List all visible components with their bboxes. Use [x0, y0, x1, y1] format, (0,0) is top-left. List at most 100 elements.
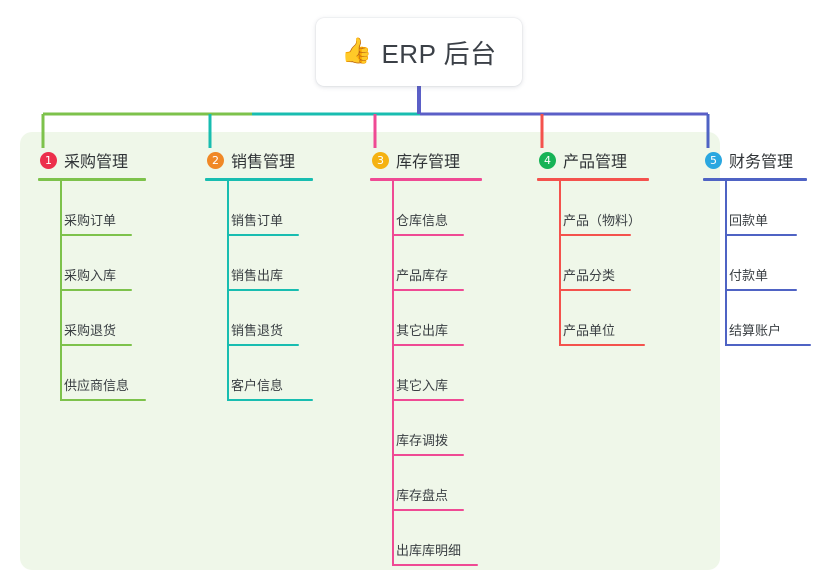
branch-child-item[interactable]: 库存调拨 — [370, 401, 490, 456]
child-item-label: 采购订单 — [64, 213, 117, 228]
child-connector-stem — [392, 401, 394, 456]
child-item-underline — [559, 234, 631, 236]
branch-underline — [370, 178, 482, 181]
branch-title: 财务管理 — [729, 154, 794, 171]
child-item-underline — [725, 344, 811, 346]
thumbs-up-icon: 👍 — [341, 36, 373, 65]
branch-header-2[interactable]: 2 销售管理 — [205, 148, 323, 172]
child-item-label: 其它出库 — [396, 323, 449, 338]
branch-child-item[interactable]: 采购订单 — [38, 181, 156, 236]
child-item-underline — [227, 234, 299, 236]
branch-title: 销售管理 — [231, 154, 296, 171]
child-connector-stem — [60, 181, 62, 236]
child-item-label: 结算账户 — [729, 323, 782, 338]
child-item-underline — [725, 234, 797, 236]
child-item-underline — [392, 344, 464, 346]
branch-number-badge: 4 — [539, 151, 556, 169]
child-connector-stem — [227, 346, 229, 401]
branch-column-1: 1 采购管理采购订单采购入库采购退货供应商信息 — [38, 148, 156, 401]
child-item-underline — [227, 289, 299, 291]
branch-child-item[interactable]: 产品（物料） — [537, 181, 657, 236]
branch-number-badge: 1 — [40, 151, 57, 169]
child-item-underline — [392, 289, 464, 291]
branch-header-5[interactable]: 5 财务管理 — [703, 148, 821, 172]
child-item-underline — [60, 344, 132, 346]
child-connector-stem — [392, 236, 394, 291]
child-item-underline — [559, 289, 631, 291]
branch-child-item[interactable]: 产品分类 — [537, 236, 657, 291]
branch-underline — [38, 178, 146, 181]
branch-child-item[interactable]: 出库库明细 — [370, 511, 490, 566]
child-item-label: 库存盘点 — [396, 488, 449, 503]
branch-column-5: 5 财务管理回款单付款单结算账户 — [703, 148, 821, 346]
branch-title: 采购管理 — [64, 154, 129, 171]
branch-child-item[interactable]: 产品库存 — [370, 236, 490, 291]
branch-child-item[interactable]: 供应商信息 — [38, 346, 156, 401]
child-item-label: 库存调拨 — [396, 433, 449, 448]
branch-children: 采购订单采购入库采购退货供应商信息 — [38, 181, 156, 401]
branch-header-3[interactable]: 3 库存管理 — [370, 148, 490, 172]
branch-underline — [205, 178, 313, 181]
child-connector-stem — [227, 236, 229, 291]
child-item-label: 采购入库 — [64, 268, 117, 283]
branch-child-item[interactable]: 结算账户 — [703, 291, 821, 346]
child-item-label: 产品分类 — [563, 268, 616, 283]
child-connector-stem — [60, 346, 62, 401]
branch-child-item[interactable]: 其它入库 — [370, 346, 490, 401]
child-item-underline — [227, 399, 313, 401]
branch-title: 库存管理 — [396, 154, 461, 171]
branch-child-item[interactable]: 仓库信息 — [370, 181, 490, 236]
child-item-underline — [392, 399, 464, 401]
child-connector-stem — [559, 291, 561, 346]
branch-underline — [537, 178, 649, 181]
child-item-underline — [559, 344, 645, 346]
branch-children: 仓库信息产品库存其它出库其它入库库存调拨库存盘点出库库明细 — [370, 181, 490, 566]
child-item-underline — [392, 509, 464, 511]
branch-children: 回款单付款单结算账户 — [703, 181, 821, 346]
branch-child-item[interactable]: 销售订单 — [205, 181, 323, 236]
child-item-label: 产品（物料） — [563, 213, 642, 228]
branch-children: 销售订单销售出库销售退货客户信息 — [205, 181, 323, 401]
branch-child-item[interactable]: 客户信息 — [205, 346, 323, 401]
child-item-label: 销售出库 — [231, 268, 284, 283]
child-item-label: 产品单位 — [563, 323, 616, 338]
child-connector-stem — [392, 291, 394, 346]
child-item-underline — [60, 234, 132, 236]
branch-number-badge: 2 — [207, 151, 224, 169]
branch-child-item[interactable]: 销售出库 — [205, 236, 323, 291]
child-connector-stem — [725, 181, 727, 236]
branch-header-1[interactable]: 1 采购管理 — [38, 148, 156, 172]
child-item-label: 客户信息 — [231, 378, 284, 393]
branch-column-3: 3 库存管理仓库信息产品库存其它出库其它入库库存调拨库存盘点出库库明细 — [370, 148, 490, 566]
child-connector-stem — [60, 236, 62, 291]
root-node-title: ERP 后台 — [381, 38, 497, 69]
branch-child-item[interactable]: 库存盘点 — [370, 456, 490, 511]
branch-child-item[interactable]: 回款单 — [703, 181, 821, 236]
branch-child-item[interactable]: 其它出库 — [370, 291, 490, 346]
root-node-card[interactable]: 👍 ERP 后台 — [316, 18, 522, 86]
child-item-underline — [725, 289, 797, 291]
child-item-label: 销售退货 — [231, 323, 284, 338]
child-connector-stem — [559, 181, 561, 236]
branch-child-item[interactable]: 采购退货 — [38, 291, 156, 346]
child-item-label: 其它入库 — [396, 378, 449, 393]
branch-child-item[interactable]: 销售退货 — [205, 291, 323, 346]
child-connector-stem — [392, 456, 394, 511]
child-item-label: 付款单 — [729, 268, 769, 283]
branch-underline — [703, 178, 807, 181]
branch-child-item[interactable]: 产品单位 — [537, 291, 657, 346]
branch-number-badge: 3 — [372, 151, 389, 169]
branch-child-item[interactable]: 采购入库 — [38, 236, 156, 291]
child-connector-stem — [392, 511, 394, 566]
branch-column-2: 2 销售管理销售订单销售出库销售退货客户信息 — [205, 148, 323, 401]
child-item-underline — [392, 234, 464, 236]
child-item-label: 仓库信息 — [396, 213, 449, 228]
child-item-label: 销售订单 — [231, 213, 284, 228]
branch-number-badge: 5 — [705, 151, 722, 169]
child-connector-stem — [725, 236, 727, 291]
child-connector-stem — [392, 346, 394, 401]
branch-child-item[interactable]: 付款单 — [703, 236, 821, 291]
